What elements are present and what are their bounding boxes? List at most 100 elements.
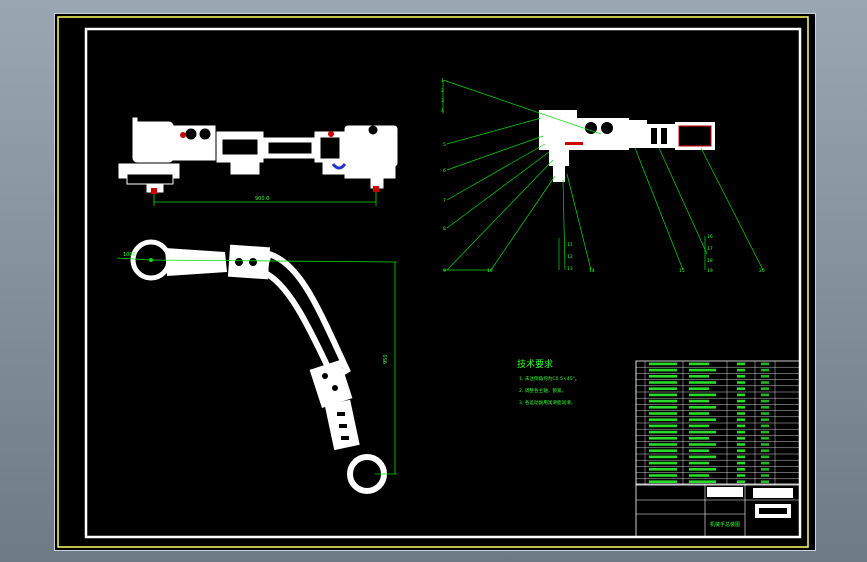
balloon-11: 11: [567, 242, 573, 248]
parts-list-table: [635, 360, 801, 486]
tech-req-item-1: 1. 未注倒角均为C0.5×45°。: [519, 375, 580, 382]
balloon-3: 3: [441, 98, 444, 104]
section-view-details: [565, 122, 712, 147]
side-view-height-dimension: 950: [383, 354, 389, 364]
parts-list-code-cell: [649, 406, 677, 409]
balloon-17: 17: [707, 246, 713, 252]
parts-list-qty-cell: [737, 387, 745, 390]
top-view-details: [185, 125, 378, 159]
parts-list-code-cell: [649, 461, 677, 465]
parts-list-name-cell: [689, 437, 709, 440]
top-view-dimension: 900.0: [255, 196, 269, 202]
parts-list-code-cell: [649, 399, 677, 403]
parts-list-material-cell: [761, 412, 769, 415]
parts-list-material-cell: [761, 399, 769, 403]
parts-list-material-cell: [761, 461, 769, 465]
parts-list-code-cell: [649, 368, 677, 372]
balloon-19: 19: [707, 268, 713, 274]
parts-list-name-cell: [689, 455, 716, 459]
parts-list-material-cell: [761, 455, 769, 459]
balloon-4: 4: [441, 108, 444, 114]
parts-list-material-cell: [761, 468, 769, 471]
parts-list-material-cell: [761, 437, 769, 440]
technical-requirements: 技术要求 1. 未注倒角均为C0.5×45°。 2. 调整各主轴，锁紧。 3. …: [517, 358, 580, 406]
parts-list-name-cell: [689, 449, 709, 452]
parts-list-code-cell: [649, 381, 677, 384]
balloon-14: 14: [589, 268, 595, 274]
parts-list-code-cell: [649, 449, 677, 452]
balloon-5: 5: [443, 142, 446, 148]
parts-list-material-cell: [761, 424, 769, 428]
parts-list-name-cell: [689, 430, 716, 434]
balloon-18: 18: [707, 258, 713, 264]
parts-list-code-cell: [649, 430, 677, 434]
parts-list-name-cell: [689, 399, 709, 403]
parts-list-name-cell: [689, 443, 716, 446]
tech-req-title: 技术要求: [517, 358, 553, 370]
balloon-1: 1: [441, 78, 444, 84]
parts-list-qty-cell: [737, 455, 745, 459]
parts-list-name-cell: [689, 412, 709, 415]
balloon-8: 8: [443, 226, 446, 232]
parts-list-material-cell: [761, 430, 769, 434]
parts-list-name-cell: [689, 461, 709, 465]
parts-list-name-cell: [689, 480, 716, 483]
red-pivot-marker: [180, 132, 186, 138]
parts-list-name-cell: [689, 418, 716, 421]
parts-list-qty-cell: [737, 468, 745, 471]
parts-list-code-cell: [649, 437, 677, 440]
tech-req-item-2: 2. 调整各主轴，锁紧。: [519, 387, 566, 394]
inner-frame: [84, 27, 802, 539]
parts-list-material-cell: [761, 480, 769, 483]
balloon-20: 20: [759, 268, 765, 274]
top-view-dimension-line: [153, 192, 377, 206]
parts-list-material-cell: [761, 368, 769, 372]
parts-list-qty-cell: [737, 362, 745, 366]
parts-list-name-cell: [689, 406, 716, 409]
side-view-arm: [130, 239, 387, 494]
parts-list-name-cell: [689, 381, 716, 384]
parts-list-qty-cell: [737, 393, 745, 397]
parts-list-code-cell: [649, 362, 677, 366]
parts-list-name-cell: [689, 474, 709, 477]
top-view-arm: [118, 117, 398, 193]
parts-list-code-cell: [649, 412, 677, 415]
balloon-2: 2: [441, 88, 444, 94]
parts-list-material-cell: [761, 387, 769, 390]
side-view-dimension-lines: [116, 257, 398, 475]
parts-list-material-cell: [761, 375, 769, 378]
parts-list-name-cell: [689, 468, 716, 471]
outer-frame: [57, 16, 809, 548]
parts-list-qty-cell: [737, 424, 745, 428]
leader-lines: [442, 79, 764, 271]
parts-list-qty-cell: [737, 480, 745, 483]
parts-list-code-cell: [649, 474, 677, 477]
parts-list-qty-cell: [737, 368, 745, 372]
parts-list-name-cell: [689, 375, 709, 378]
side-view-width-dimension: 1000: [123, 252, 136, 258]
balloon-labels-bottom: 11 12 13 14 15 16 17 18 19 20: [567, 234, 765, 274]
parts-list-qty-cell: [737, 430, 745, 434]
parts-list-material-cell: [761, 362, 769, 366]
assembly-drawing: 900.0 1000 950: [57, 16, 809, 548]
parts-list-qty-cell: [737, 474, 745, 477]
parts-list-material-cell: [761, 393, 769, 397]
parts-list-qty-cell: [737, 449, 745, 452]
drawing-name: 机械手总装图: [710, 521, 740, 528]
tech-req-item-3: 3. 各运动副用润滑脂润滑。: [519, 399, 575, 406]
parts-list-qty-cell: [737, 437, 745, 440]
parts-list-qty-cell: [737, 406, 745, 409]
parts-list-material-cell: [761, 474, 769, 477]
parts-list-qty-cell: [737, 399, 745, 403]
parts-list-code-cell: [649, 455, 677, 459]
balloon-12: 12: [567, 254, 573, 260]
parts-list-code-cell: [649, 375, 677, 378]
parts-list-name-cell: [689, 424, 709, 428]
parts-list-code-cell: [649, 418, 677, 421]
parts-list-name-cell: [689, 362, 709, 366]
balloon-10: 10: [487, 268, 493, 274]
balloon-15: 15: [679, 268, 685, 274]
side-view-holes: [235, 258, 349, 440]
cad-viewport[interactable]: 900.0 1000 950: [54, 13, 816, 551]
parts-list-code-cell: [649, 424, 677, 428]
